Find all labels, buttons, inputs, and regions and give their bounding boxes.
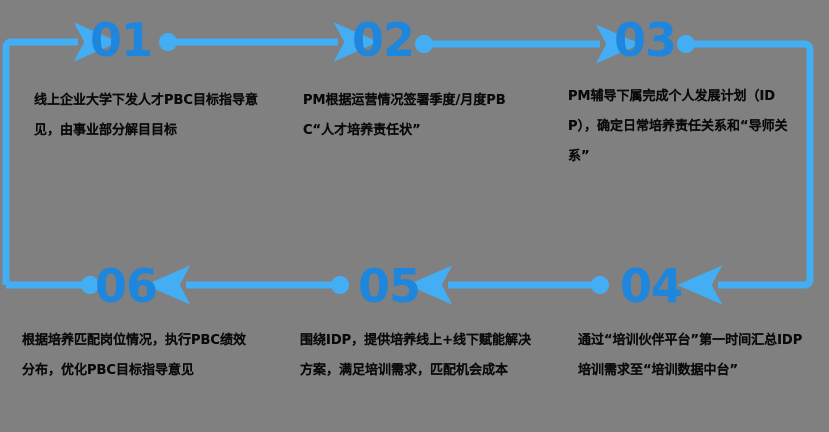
step-text-03: PM辅导下属完成个人发展计划（IDP），确定日常培养责任关系和“导师关系”	[568, 89, 788, 164]
connector-03-to-04	[677, 40, 814, 305]
step-text-04: 通过“培训伙伴平台”第一时间汇总IDP培训需求至“培训数据中台”	[578, 333, 803, 378]
step-text-02: PM根据运营情况签署季度/月度PBC“人才培养责任状”	[303, 93, 506, 138]
step-text-01: 线上企业大学下发人才PBC目标指导意见，由事业部分解目目标	[34, 93, 258, 138]
step-number-01: 01	[90, 13, 153, 67]
step-number-06: 06	[95, 259, 158, 313]
connector-dot-05	[331, 276, 349, 294]
step-text-05: 围绕IDP，提供培养线上+线下赋能解决方案，满足培训需求，匹配机会成本	[300, 333, 532, 378]
connector-dot-03	[677, 35, 695, 53]
step-number-05: 05	[358, 259, 421, 313]
connector-dot-01	[159, 33, 177, 51]
connector-dot-04	[591, 276, 609, 294]
step-number-04: 04	[620, 259, 683, 313]
step-number-02: 02	[352, 13, 415, 67]
connector-dot-06	[81, 276, 99, 294]
connector-start-to-01	[2, 22, 119, 285]
step-text-06: 根据培养匹配岗位情况，执行PBC绩效分布，优化PBC目标指导意见	[22, 333, 246, 378]
connector-dot-02	[415, 35, 433, 53]
step-number-03: 03	[614, 13, 677, 67]
